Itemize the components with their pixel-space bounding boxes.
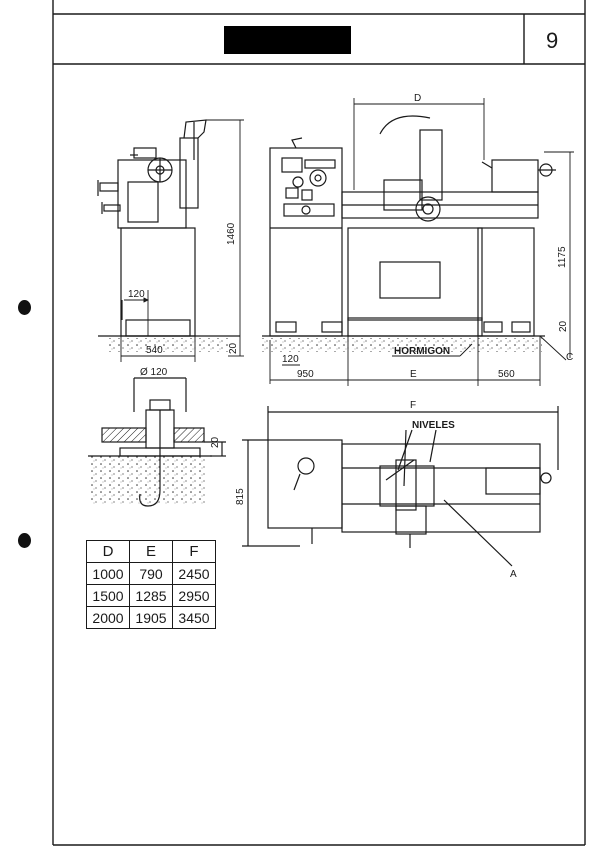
dim-20-side: 20 — [228, 342, 239, 354]
table-row: 1500 1285 2950 — [86, 584, 216, 607]
dim-815: 815 — [235, 488, 246, 505]
side-view — [97, 119, 240, 352]
table-cell: 2450 — [172, 562, 216, 585]
dim-F-plan: F — [410, 400, 416, 411]
plan-view — [242, 406, 559, 567]
dim-20-detail: 20 — [210, 436, 221, 448]
table-cell: 1285 — [129, 584, 173, 607]
dim-120-front: 120 — [282, 354, 299, 365]
table-cell: 1905 — [129, 606, 173, 629]
dim-1460: 1460 — [226, 222, 237, 245]
anchor-bolt-detail — [88, 377, 226, 507]
table-cell: 790 — [129, 562, 173, 585]
sheet-frame — [52, 0, 586, 846]
table-cell: 2000 — [86, 606, 130, 629]
dim-E-front: E — [410, 369, 417, 380]
table-cell: 1000 — [86, 562, 130, 585]
dimensions-table: D E F 1000 790 2450 1500 1285 2950 2000 … — [86, 540, 216, 629]
dim-950: 950 — [297, 369, 314, 380]
table-row: 1000 790 2450 — [86, 562, 216, 585]
redacted-title-block — [224, 26, 351, 54]
dim-540: 540 — [146, 345, 163, 356]
dim-120-side: 120 — [128, 289, 145, 300]
page-number: 9 — [546, 28, 558, 53]
binder-hole-top — [18, 300, 31, 315]
table-cell: 3450 — [172, 606, 216, 629]
table-header-row: D E F — [86, 540, 216, 563]
dim-diameter-120: Ø 120 — [140, 367, 168, 378]
table-cell: 2950 — [172, 584, 216, 607]
table-header-E: E — [129, 540, 173, 563]
binder-hole-bottom — [18, 533, 31, 548]
label-C: C — [566, 352, 573, 363]
table-row: 2000 1905 3450 — [86, 606, 216, 629]
front-view-dimensions — [269, 98, 574, 386]
dim-1175: 1175 — [557, 246, 568, 268]
label-hormigon: HORMIGON — [394, 346, 450, 357]
table-cell: 1500 — [86, 584, 130, 607]
table-header-F: F — [172, 540, 216, 563]
front-view — [262, 115, 556, 352]
dim-560: 560 — [498, 369, 515, 380]
side-view-dimensions — [120, 119, 244, 362]
dim-20-front: 20 — [558, 320, 569, 332]
label-niveles: NIVELES — [412, 420, 455, 431]
table-header-D: D — [86, 540, 130, 563]
dim-D-front: D — [414, 93, 421, 104]
label-A: A — [510, 569, 517, 580]
